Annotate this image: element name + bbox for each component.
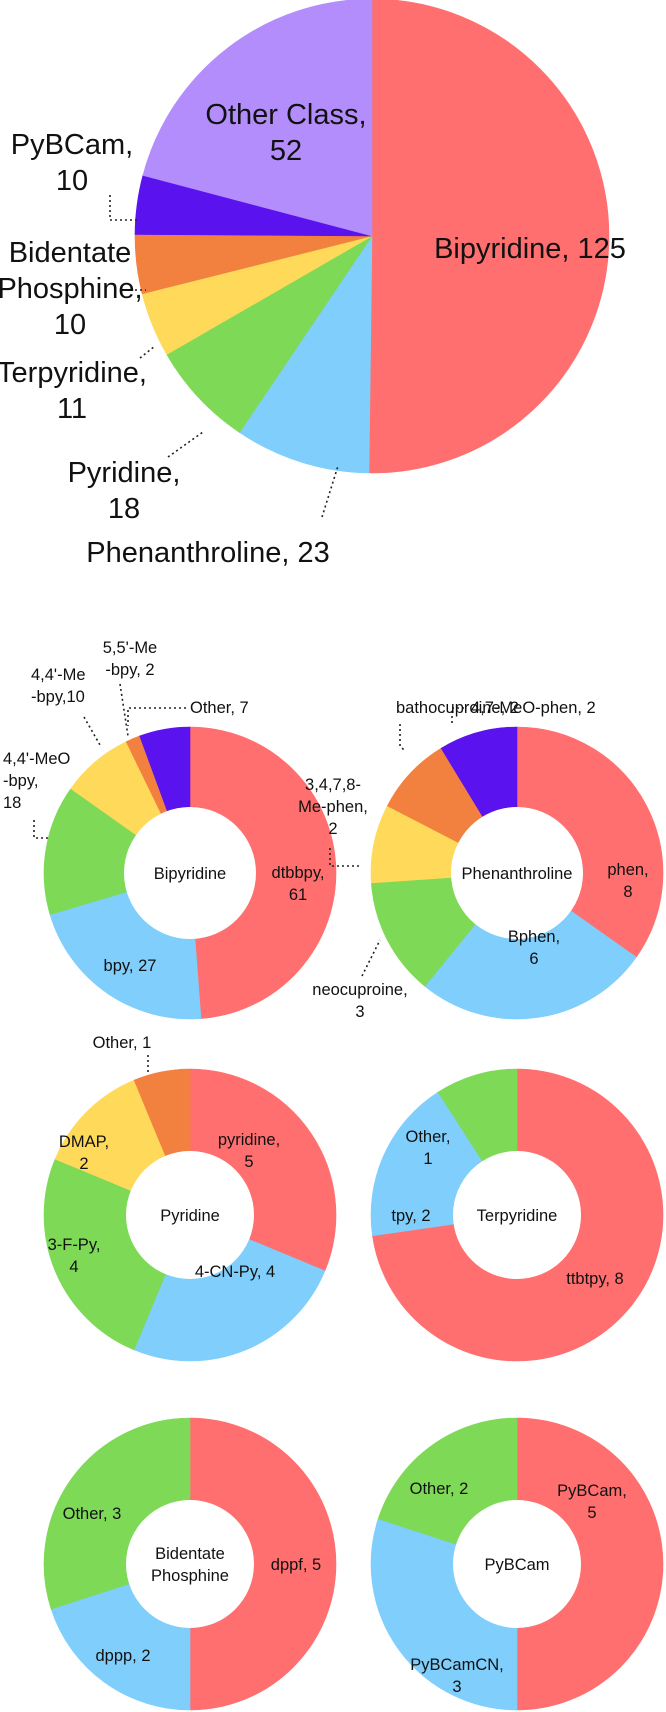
donut-hole-6 <box>453 1500 581 1628</box>
slice-label-5-1: dppp, 2 <box>95 1647 150 1665</box>
slice-label-2-2: neocuproine,3 <box>312 981 407 1021</box>
leader-line-2-4 <box>399 724 405 751</box>
pie-chart-3: pyridine,5 4-CN-Py, 4 3-F-Py,4 DMAP,2 Other,… <box>43 1034 337 1362</box>
slice-label-0-6: Other Class,52 <box>205 99 366 167</box>
leader-line-1-3 <box>83 716 101 746</box>
donut-hole-4 <box>453 1151 581 1279</box>
slice-label-1-2: 4,4'-MeO-bpy,18 <box>3 750 71 812</box>
donut-hole-2 <box>451 807 583 939</box>
center-label-3: Pyridine <box>160 1207 220 1225</box>
slice-label-4-0: ttbtpy, 8 <box>566 1270 623 1288</box>
leader-line-0-3 <box>139 345 156 359</box>
pie-chart-1: dtbbpy,61 bpy, 27 4,4'-MeO-bpy,18 4,4'-Me-b… <box>3 639 337 1020</box>
leader-line-2-5 <box>451 707 464 726</box>
pie-slice-0-0 <box>368 0 610 474</box>
center-label-1: Bipyridine <box>154 865 226 883</box>
leader-line-2-3 <box>329 848 362 867</box>
slice-label-1-3: 4,4'-Me-bpy,10 <box>31 666 86 706</box>
slice-label-3-3: DMAP,2 <box>59 1133 109 1173</box>
leader-line-0-1 <box>321 465 339 518</box>
slice-label-0-3: Terpyridine,11 <box>0 357 147 425</box>
slice-label-4-1: tpy, 2 <box>391 1207 430 1225</box>
slice-label-6-1: PyBCamCN,3 <box>410 1656 504 1696</box>
slice-label-1-0: dtbbpy,61 <box>272 864 325 904</box>
slice-label-2-0: phen,8 <box>607 861 648 901</box>
slice-label-5-0: dppf, 5 <box>271 1556 321 1574</box>
slice-label-3-4: Other, 1 <box>93 1034 152 1052</box>
donut-hole-1 <box>124 807 256 939</box>
slice-label-3-0: pyridine,5 <box>218 1131 280 1171</box>
slice-label-2-5: 4,7-MeO-phen, 2 <box>471 699 596 717</box>
pie-slice-0-6 <box>142 0 373 237</box>
leader-line-2-2 <box>361 939 381 977</box>
slice-label-0-0: Bipyridine, 125 <box>434 233 626 265</box>
leader-line-1-2 <box>33 820 48 839</box>
slice-label-5-2: Other, 3 <box>63 1505 122 1523</box>
pie-slice-2-0 <box>516 726 664 958</box>
leader-line-0-2 <box>167 431 204 458</box>
slice-label-0-1: Phenanthroline, 23 <box>86 537 329 569</box>
slice-label-2-1: Bphen,6 <box>508 928 560 968</box>
donut-hole-3 <box>126 1151 254 1279</box>
slice-label-1-4: 5,5'-Me-bpy, 2 <box>103 639 158 679</box>
center-label-2: Phenanthroline <box>461 865 572 883</box>
slice-label-2-4: bathocuproine, 2 <box>396 699 519 717</box>
slice-label-4-2: Other,1 <box>406 1128 451 1168</box>
slice-label-3-1: 4-CN-Py, 4 <box>195 1263 275 1281</box>
slice-label-0-5: PyBCam,10 <box>11 129 133 197</box>
center-label-6: PyBCam <box>484 1556 549 1574</box>
slice-label-6-0: PyBCam,5 <box>557 1482 627 1522</box>
center-label-4: Terpyridine <box>477 1207 558 1225</box>
leader-line-0-5 <box>109 195 140 221</box>
pie-slice-0-1 <box>239 234 373 474</box>
slice-label-0-2: Pyridine,18 <box>68 457 181 525</box>
slice-label-1-1: bpy, 27 <box>104 957 157 975</box>
pie-slice-0-2 <box>166 235 373 433</box>
leader-line-1-5 <box>127 707 186 726</box>
slice-label-3-2: 3-F-Py,4 <box>48 1236 101 1276</box>
donut-hole-5 <box>126 1500 254 1628</box>
leader-line-1-4 <box>119 683 129 737</box>
slice-label-6-2: Other, 2 <box>410 1480 469 1498</box>
slice-label-2-3: 3,4,7,8-Me-phen,2 <box>298 776 368 838</box>
slice-label-1-5: Other, 7 <box>190 699 249 717</box>
